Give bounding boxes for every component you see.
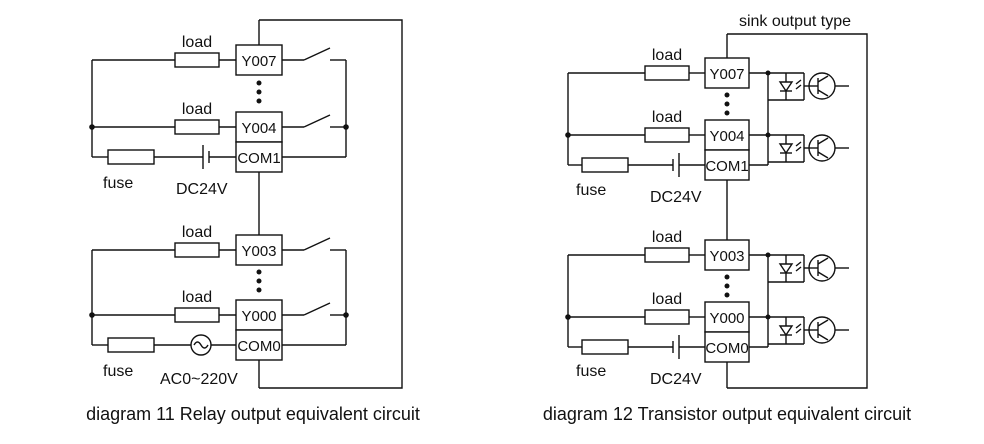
fuse — [107, 337, 155, 353]
terminal-com1 — [235, 141, 283, 173]
terminal-y007 — [235, 44, 283, 76]
diode-symbol — [778, 325, 794, 337]
terminal-y007-label: Y007 — [241, 53, 276, 70]
load-label: load — [652, 291, 682, 308]
load-label: load — [182, 289, 212, 306]
terminal-com0-label: COM0 — [237, 338, 280, 355]
terminal-y003-label: Y003 — [709, 248, 744, 265]
load-resistor — [644, 127, 690, 143]
diode-symbol — [778, 143, 794, 155]
fuse-label: fuse — [576, 182, 606, 199]
terminal-com0-label: COM0 — [705, 340, 748, 357]
fuse — [107, 149, 155, 165]
load-resistor — [174, 52, 220, 68]
load-resistor — [174, 242, 220, 258]
sink-output-header: sink output type — [739, 13, 851, 30]
terminal-com1-label: COM1 — [705, 158, 748, 175]
dc-supply-label: DC24V — [650, 189, 702, 206]
relay-contact — [303, 114, 331, 128]
load-resistor — [644, 65, 690, 81]
fuse — [581, 157, 629, 173]
load-label: load — [652, 47, 682, 64]
terminal-y003-label: Y003 — [241, 243, 276, 260]
transistor-output-cell — [749, 252, 849, 283]
terminal-y000 — [704, 301, 750, 333]
terminal-y007-label: Y007 — [709, 66, 744, 83]
terminal-com0 — [704, 331, 750, 363]
ellipsis-dots — [256, 80, 262, 293]
load-resistor — [644, 309, 690, 325]
load-label: load — [182, 34, 212, 51]
ellipsis-dots — [724, 92, 730, 298]
load-label: load — [652, 109, 682, 126]
ac-supply-label: AC0~220V — [160, 371, 238, 388]
transistor-output-cell — [749, 314, 849, 345]
relay-contact — [303, 237, 331, 251]
relay-contact — [303, 47, 331, 61]
load-resistor — [174, 119, 220, 135]
transistor-output-cell — [749, 70, 849, 101]
load-label: load — [182, 101, 212, 118]
load-label: load — [652, 229, 682, 246]
transistor-output-cell — [749, 132, 849, 163]
terminal-com1-label: COM1 — [237, 150, 280, 167]
load-resistor — [174, 307, 220, 323]
terminal-y004-label: Y004 — [709, 128, 744, 145]
load-label: load — [182, 224, 212, 241]
terminal-y007 — [704, 57, 750, 89]
terminal-y000-label: Y000 — [241, 308, 276, 325]
diagram-12-caption: diagram 12 Transistor output equivalent … — [543, 404, 911, 424]
dc-supply-label: DC24V — [176, 181, 228, 198]
fuse-label: fuse — [576, 363, 606, 380]
fuse-label: fuse — [103, 175, 133, 192]
terminal-y004 — [704, 119, 750, 151]
terminal-y004-label: Y004 — [241, 120, 276, 137]
diode-symbol — [778, 81, 794, 93]
dc-supply-label: DC24V — [650, 371, 702, 388]
fuse-label: fuse — [103, 363, 133, 380]
relay-contact — [303, 302, 331, 316]
diagram-12-transistor: sink output type Y007 Y004 COM1 Y003 Y00… — [543, 13, 911, 424]
diagram-11-relay: Y007 Y004 COM1 Y003 Y000 COM0 load load … — [86, 19, 420, 424]
load-resistor — [644, 247, 690, 263]
fuse — [581, 339, 629, 355]
outer-frame-d12 — [727, 33, 868, 389]
outer-frame-d11 — [259, 19, 403, 389]
diagram-11-caption: diagram 11 Relay output equivalent circu… — [86, 404, 420, 424]
terminal-y000-label: Y000 — [709, 310, 744, 327]
diode-symbol — [778, 263, 794, 275]
